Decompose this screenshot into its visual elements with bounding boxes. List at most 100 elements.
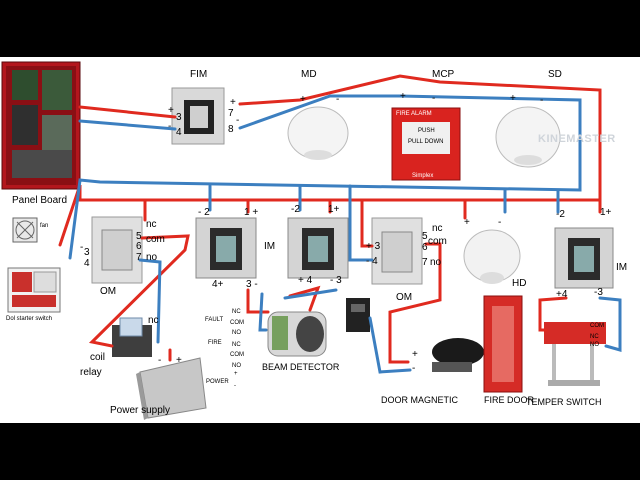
om1-no: no xyxy=(146,252,158,263)
om-module-1 xyxy=(91,216,143,284)
beam-detector-label: BEAM DETECTOR xyxy=(262,362,340,372)
fim-module xyxy=(171,87,225,145)
fan-icon xyxy=(12,217,38,243)
fim-terminal-8: 8 xyxy=(228,124,234,135)
mcp-plus: + xyxy=(400,91,406,102)
beam-term-nc-2: NC xyxy=(232,342,241,348)
im3-label: IM xyxy=(616,262,628,273)
sd-label: SD xyxy=(548,69,562,80)
hd-minus: - xyxy=(498,217,502,228)
beam-term-com-1: COM xyxy=(230,320,244,326)
im3-terminal-3: -3 xyxy=(594,287,603,298)
om1-terminal-3: 3 xyxy=(84,247,90,258)
md-smoke-detector xyxy=(287,106,349,160)
om-module-2 xyxy=(371,217,423,285)
temper-com: COM xyxy=(590,323,604,329)
im1-terminal-2: - 2 xyxy=(198,207,210,218)
om2-terminal-4: - 4 xyxy=(366,256,378,267)
sd-minus: - xyxy=(540,95,544,106)
im1-label: IM xyxy=(264,241,276,252)
om1-terminal-4: 4 xyxy=(84,258,90,269)
beam-term-no-1: NO xyxy=(232,330,241,336)
diagram-canvas: Panel Board fan Dol starter switch nc co… xyxy=(0,57,640,423)
beam-detector-device xyxy=(267,311,327,357)
relay-label: relay xyxy=(80,367,102,378)
om1-nc: nc xyxy=(146,219,157,230)
im-module-3 xyxy=(554,227,614,289)
im-module-1 xyxy=(195,217,257,279)
temper-nc: NC xyxy=(590,334,599,340)
beam-term-com-2: COM xyxy=(230,352,244,358)
beam-term-minus: - xyxy=(234,383,236,389)
om2-terminal-6: 6 xyxy=(422,242,428,253)
im3-terminal-4: +4 xyxy=(556,289,568,300)
temper-switch-device xyxy=(544,322,606,386)
om1-terminal-5: 5 xyxy=(136,231,142,242)
im1-terminal-4: 4+ xyxy=(212,279,224,290)
hd-label: HD xyxy=(512,278,527,289)
fim-terminal-7: 7 xyxy=(228,108,234,119)
fim-terminal-3: 3 xyxy=(176,112,182,123)
sd-smoke-detector xyxy=(495,106,561,168)
om2-terminal-5: 5 xyxy=(422,231,428,242)
relay-icon xyxy=(112,317,152,357)
fim-minus-right: - xyxy=(236,115,240,126)
panel-board-cabinet xyxy=(1,61,81,190)
temper-switch-label: TEMPER SWITCH xyxy=(526,397,602,407)
im3-terminal-1: 1+ xyxy=(600,207,612,218)
door-magnetic-minus: - xyxy=(412,363,416,374)
power-supply-plus: + xyxy=(176,355,182,366)
door-magnetic-plus: + xyxy=(412,349,418,360)
relay-nc-label: nc xyxy=(148,315,159,326)
door-magnetic-device xyxy=(432,338,484,372)
im3-terminal-2: -2 xyxy=(556,209,565,220)
power-supply-minus: - xyxy=(158,355,162,366)
dol-starter-label: Dol starter switch xyxy=(6,316,53,322)
fim-plus-right: + xyxy=(230,97,236,108)
md-plus: + xyxy=(300,94,306,105)
im1-terminal-3: 3 - xyxy=(246,279,258,290)
hd-plus: + xyxy=(464,217,470,228)
mcp-label: MCP xyxy=(432,69,455,80)
mcp-sign-fire-alarm: FIRE ALARM xyxy=(396,111,432,117)
mcp-sign-pull-down: PULL DOWN xyxy=(408,139,444,145)
om1-com: com xyxy=(146,234,165,245)
im-module-2 xyxy=(287,217,349,279)
beam-term-nc-1: NC xyxy=(232,309,241,315)
om2-nc: nc xyxy=(432,223,443,234)
fim-minus-left: - xyxy=(168,121,172,132)
hd-heat-detector xyxy=(463,229,521,284)
om2-no: no xyxy=(430,257,442,268)
power-supply-unit xyxy=(136,357,207,420)
fire-door-device xyxy=(483,295,523,393)
beam-term-no-2: NO xyxy=(232,363,241,369)
sd-plus: + xyxy=(510,93,516,104)
mcp-sign-push: PUSH xyxy=(418,128,435,134)
om2-terminal-3: + 3 xyxy=(366,241,381,252)
temper-no: NO xyxy=(590,342,599,348)
door-magnetic-label: DOOR MAGNETIC xyxy=(381,395,459,405)
mcp-brand: Simplex xyxy=(412,173,434,179)
mcp-manual-call-point xyxy=(391,107,461,181)
power-adapter xyxy=(346,298,370,332)
beam-term-power: POWER xyxy=(206,379,229,385)
im1-terminal-1: 1 + xyxy=(244,207,259,218)
beam-term-fire: FIRE xyxy=(208,340,222,346)
beam-im-terminal-4: + 4 xyxy=(298,275,313,286)
beam-term-fault: FAULT xyxy=(205,317,224,323)
dol-starter-switch xyxy=(7,267,61,313)
fire-door-label: FIRE DOOR xyxy=(484,395,535,405)
om1-terminal-7: 7 xyxy=(136,252,142,263)
beam-im-terminal-1: 1+ xyxy=(328,204,340,215)
fim-label: FIM xyxy=(190,69,208,80)
watermark: KINEMASTER xyxy=(538,133,616,145)
wiring xyxy=(58,74,622,374)
md-label: MD xyxy=(301,69,317,80)
panel-board-label: Panel Board xyxy=(12,195,68,206)
beam-term-plus: + xyxy=(234,371,238,377)
mcp-minus: - xyxy=(432,93,436,104)
om2-label: OM xyxy=(396,292,413,303)
om1-label: OM xyxy=(100,286,117,297)
beam-im-terminal-3: - 3 xyxy=(330,275,342,286)
